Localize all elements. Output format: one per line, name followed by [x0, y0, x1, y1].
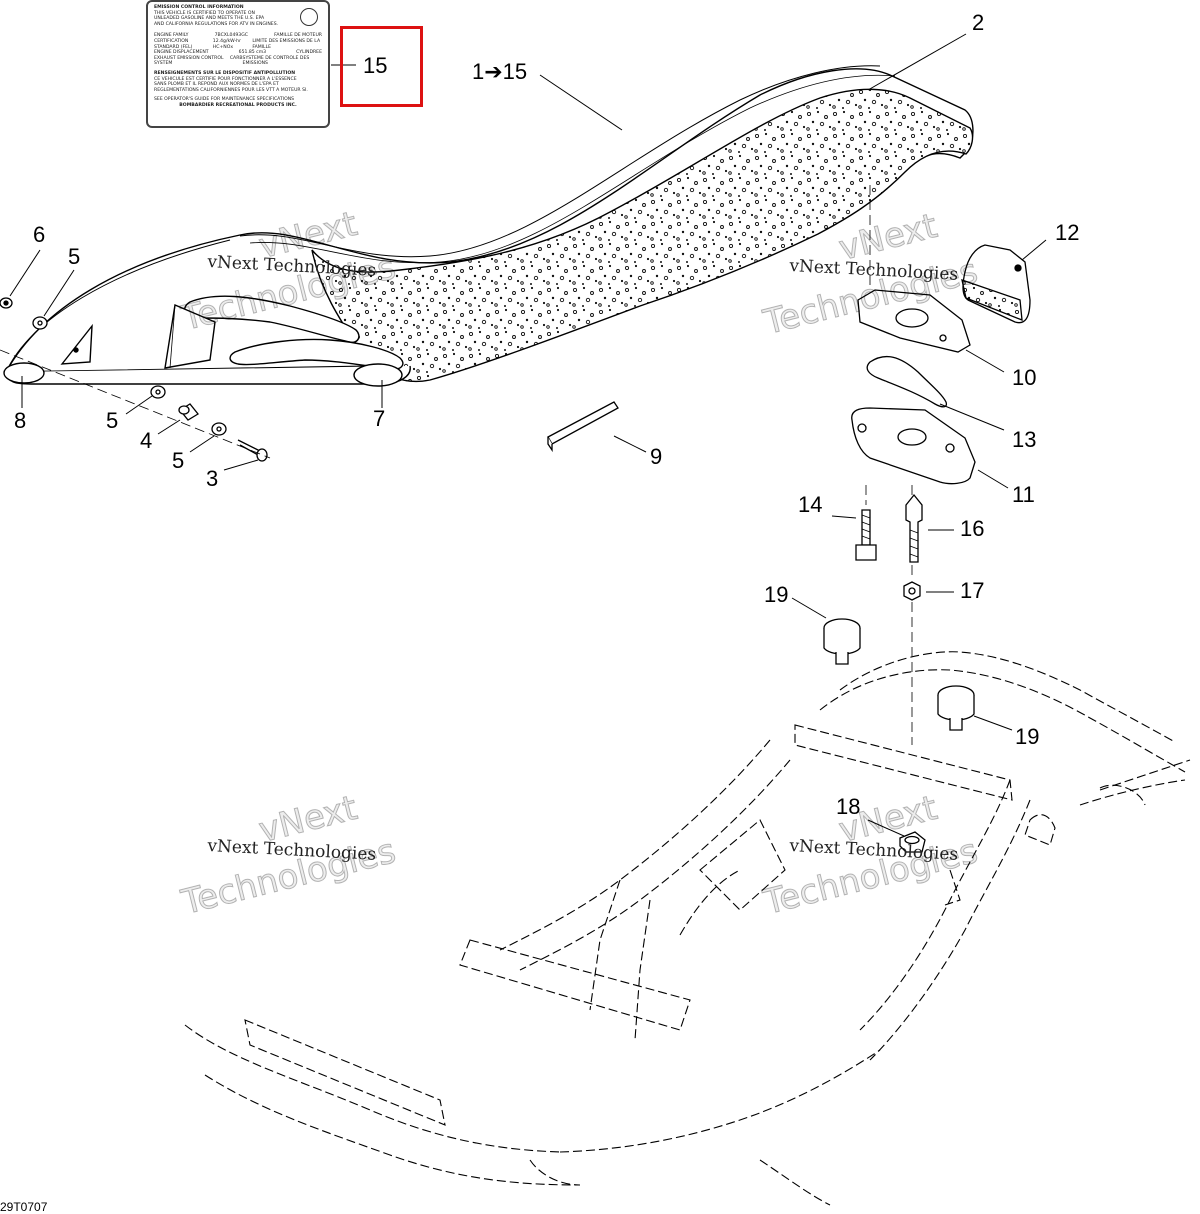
callout-10[interactable]: 10 [1012, 365, 1037, 390]
callout-11[interactable]: 11 [1012, 482, 1035, 507]
callout-9[interactable]: 9 [650, 444, 663, 469]
manufacturer-logo-icon [300, 8, 318, 26]
label-cell: 12.4g/kW-hr HC+NOx [212, 38, 241, 50]
label-row: ENGINE FAMILY 7BCXL0493GC FAMILLE DE MOT… [154, 33, 322, 39]
label-cell: ENGINE FAMILY [154, 33, 189, 39]
callout-12[interactable]: 12 [1055, 220, 1080, 245]
callout-7[interactable]: 7 [373, 406, 386, 431]
callout-2[interactable]: 2 [972, 10, 985, 35]
callout-8[interactable]: 8 [14, 408, 27, 433]
callout-4[interactable]: 4 [140, 428, 153, 453]
latch-base [851, 407, 976, 485]
label-cell: CYLINDREE [296, 50, 322, 56]
label-row: ENGINE DISPLACEMENT 651.85 cm3 CYLINDREE [154, 50, 322, 56]
label-title: EMISSION CONTROL INFORMATION [154, 5, 244, 10]
label-row: CERTIFICATION STANDARD (FEL) 12.4g/kW-hr… [154, 39, 322, 50]
callout-18[interactable]: 18 [836, 794, 861, 819]
strap-part [547, 401, 619, 453]
label-manufacturer: BOMBARDIER RECREATIONAL PRODUCTS INC. [179, 102, 297, 108]
seat-hardware [0, 297, 271, 462]
label-line: UNLEADED GASOLINE AND MEETS THE U.S. EPA [154, 16, 265, 22]
callout-1-15[interactable]: 1➔15 [472, 59, 528, 84]
label-cell: EXHAUST EMISSION CONTROL SYSTEM [154, 55, 224, 67]
label-line: CE VEHICULE EST CERTIFIE POUR FONCTIONNE… [154, 76, 297, 82]
label-line: THIS VEHICLE IS CERTIFIED TO OPERATE ON [154, 10, 255, 16]
callout-13[interactable]: 13 [1012, 427, 1037, 452]
callout-5[interactable]: 5 [106, 408, 119, 433]
label-cell: FAMILLE DE MOTEUR [274, 33, 322, 39]
callout-15[interactable]: 15 [363, 53, 388, 78]
latch-assembly [851, 185, 1031, 745]
callout-3[interactable]: 3 [206, 466, 219, 491]
highlight-box [340, 26, 423, 107]
label-cell: SYSTEME DE CONTROLE DES EMISSIONS [242, 55, 310, 67]
label-cell: ENGINE DISPLACEMENT [154, 50, 209, 56]
callout-16[interactable]: 16 [960, 516, 985, 541]
emission-control-label: EMISSION CONTROL INFORMATION THIS VEHICL… [146, 0, 330, 128]
label-cell: CARB [229, 55, 243, 61]
bumpers [823, 618, 975, 853]
latch-gasket [866, 355, 948, 408]
callout-6[interactable]: 6 [33, 222, 46, 247]
label-line: SANS PLOMB ET IL REPOND AUX NORMES DE L'… [154, 82, 279, 88]
callout-5[interactable]: 5 [172, 448, 185, 473]
callout-17[interactable]: 17 [960, 578, 985, 603]
label-row: EXHAUST EMISSION CONTROL SYSTEM CARB SYS… [154, 56, 322, 67]
label-cell: 7BCXL0493GC [214, 33, 248, 39]
label-cell: 651.85 cm3 [238, 50, 267, 56]
callout-5[interactable]: 5 [68, 244, 81, 269]
label-cell: CERTIFICATION STANDARD (FEL) [154, 38, 193, 50]
leader-lines [9, 33, 1047, 837]
label-french-title: RENSEIGNEMENTS SUR LE DISPOSITIF ANTIPOL… [154, 70, 296, 76]
callout-19[interactable]: 19 [1015, 724, 1040, 749]
callout-19[interactable]: 19 [764, 582, 789, 607]
seat-side-vinyl [311, 88, 974, 382]
label-line: REGLEMENTATIONS CALIFORNIENNES POUR LES … [154, 87, 308, 93]
label-cell: LIMITE DES EMISSIONS DE LA FAMILLE [252, 38, 321, 50]
frame-outline [184, 651, 1191, 1206]
callout-14[interactable]: 14 [798, 492, 823, 517]
seat-assembly [3, 65, 974, 387]
latch-pin [905, 493, 923, 563]
label-line: AND CALIFORNIA REGULATIONS FOR ATV IN EN… [154, 21, 279, 27]
label-guide: SEE OPERATOR'S GUIDE FOR MAINTENANCE SPE… [154, 97, 295, 103]
diagram-code: 29T0707 [0, 1200, 48, 1214]
